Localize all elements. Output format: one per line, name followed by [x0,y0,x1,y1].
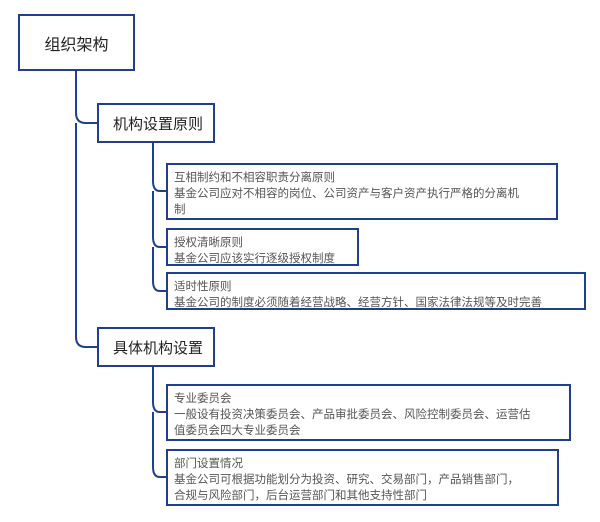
leaf-text: 基金公司可根据功能划分为投资、研究、交易部门，产品销售部门， [174,472,519,486]
root-label: 组织架构 [44,34,109,54]
leaf-text: 值委员会四大专业委员会 [174,423,301,437]
leaf-title: 授权清晰原则 [174,235,243,249]
leaf-node-professional-committees: 专业委员会 一般设有投资决策委员会、产品审批委员会、风险控制委员会、运营估 值委… [166,384,571,441]
leaf-node-separation-principle: 互相制约和不相容职责分离原则 基金公司应对不相容的岗位、公司资产与客户资产执行严… [166,163,558,220]
leaf-text: 合规与风险部门，后台运营部门和其他支持性部门 [174,488,427,502]
connector-branch-1-to-item-3 [152,247,166,292]
branch-node-specific-organization: 具体机构设置 [97,327,215,367]
leaf-text: 一般设有投资决策委员会、产品审批委员会、风险控制委员会、运营估 [174,407,531,421]
connector-root-to-branch-1 [75,71,97,124]
leaf-text: 制 [174,202,186,216]
leaf-text: 基金公司应对不相容的岗位、公司资产与客户资产执行严格的分离机 [174,186,519,200]
connector-branch-1-to-item-2 [152,191,166,248]
leaf-node-timeliness-principle: 适时性原则 基金公司的制度必须随着经营战略、经营方针、国家法律法规等及时完善 [166,272,586,310]
leaf-title: 专业委员会 [174,391,232,405]
branch-label: 机构设置原则 [113,114,204,133]
leaf-text: 基金公司的制度必须随着经营战略、经营方针、国家法律法规等及时完善 [174,295,542,309]
root-node: 组织架构 [18,14,135,71]
connector-branch-2-to-item-1 [152,367,166,413]
branch-node-organization-principles: 机构设置原则 [97,103,215,143]
connector-branch-1-to-item-1 [152,143,166,192]
leaf-title: 互相制约和不相容职责分离原则 [174,170,335,184]
leaf-title: 适时性原则 [174,279,232,293]
leaf-title: 部门设置情况 [174,456,243,470]
connector-branch-2-to-item-2 [152,412,166,478]
leaf-node-authorization-principle: 授权清晰原则 基金公司应该实行逐级授权制度 [166,228,359,266]
leaf-text: 基金公司应该实行逐级授权制度 [174,251,335,265]
connector-root-to-branch-2 [75,123,97,348]
branch-label: 具体机构设置 [113,338,204,357]
leaf-node-department-setup: 部门设置情况 基金公司可根据功能划分为投资、研究、交易部门，产品销售部门， 合规… [166,449,559,506]
